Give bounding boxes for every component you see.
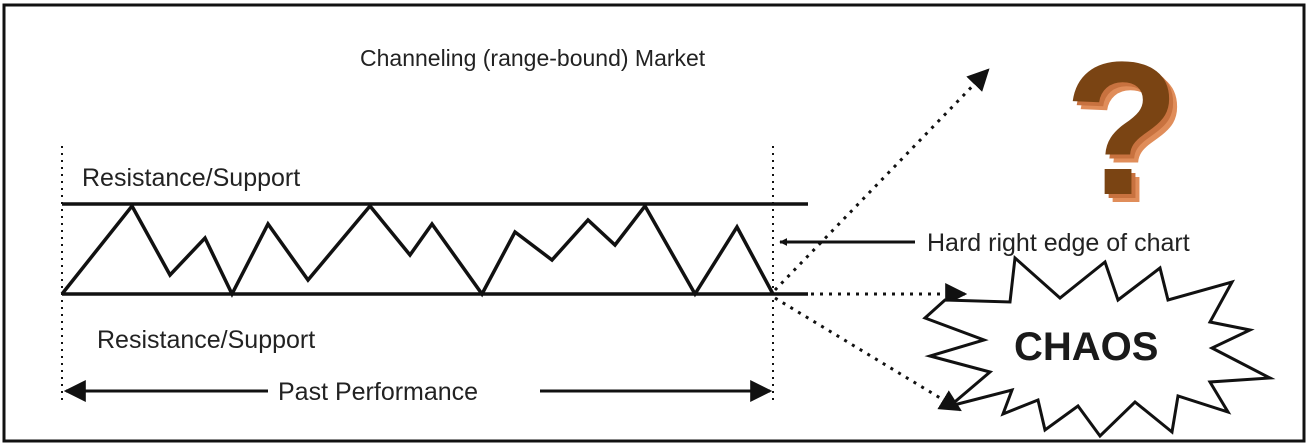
past-performance-label: Past Performance bbox=[278, 378, 478, 406]
explosion-burst-icon: CHAOS bbox=[922, 254, 1276, 439]
question-mark-shadow: ? bbox=[1072, 31, 1188, 243]
chaos-label: CHAOS bbox=[1014, 325, 1158, 369]
resistance-support-top-label: Resistance/Support bbox=[82, 164, 300, 192]
resistance-support-bottom-label: Resistance/Support bbox=[97, 326, 315, 354]
diagram-title: Channeling (range-bound) Market bbox=[360, 45, 706, 71]
hard-right-edge-label: Hard right edge of chart bbox=[927, 229, 1190, 257]
question-mark-mid: ? bbox=[1068, 27, 1184, 239]
question-mark-front: ? bbox=[1064, 23, 1180, 235]
question-mark-icon: ? ? ? bbox=[1064, 23, 1188, 243]
up-dotted-arrow bbox=[773, 68, 990, 292]
down-dotted-arrow bbox=[774, 296, 962, 412]
price-zigzag-line bbox=[60, 202, 775, 298]
